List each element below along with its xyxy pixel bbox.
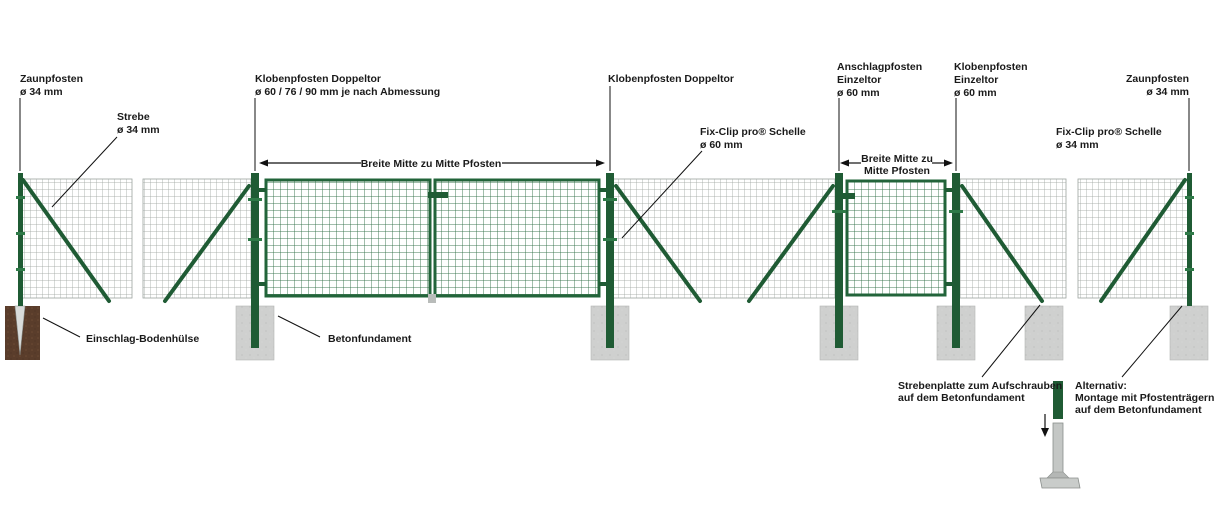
gate-post xyxy=(952,173,960,348)
mesh-panels xyxy=(21,178,1189,299)
mesh-panel xyxy=(611,178,837,299)
arrow-left-icon xyxy=(840,159,849,167)
leader-line xyxy=(621,150,703,239)
gate-latch xyxy=(841,193,855,199)
gate-hinge xyxy=(599,282,607,286)
gate-post xyxy=(251,173,259,348)
gate-drop-bolt xyxy=(428,294,436,303)
post-clamp xyxy=(603,198,617,201)
post-support-gusset xyxy=(1046,471,1070,479)
label-klobenpfosten-doppeltor-right: Klobenpfosten Doppeltor xyxy=(608,73,734,85)
post-clamp xyxy=(949,210,963,213)
gate-leaf-left xyxy=(264,178,432,298)
post-clamp xyxy=(832,210,846,213)
arrow-right-icon xyxy=(944,159,953,167)
post-support-detail xyxy=(1039,381,1081,489)
post-clamp xyxy=(1185,232,1194,235)
arrow-down-icon xyxy=(1041,428,1049,437)
label-bodenhuelse: Einschlag-Bodenhülse xyxy=(86,333,199,345)
mesh-panel xyxy=(957,178,1067,299)
label-betonfundament: Betonfundament xyxy=(328,333,412,345)
gate-leaf xyxy=(845,179,947,297)
post-clamp xyxy=(1185,196,1194,199)
post-clamp xyxy=(248,198,262,201)
brace xyxy=(1099,178,1187,303)
gate-hinge xyxy=(258,282,266,286)
post-clamp xyxy=(16,196,25,199)
gate-post xyxy=(835,173,843,348)
fence-post xyxy=(18,173,23,306)
post-clamp xyxy=(1185,268,1194,271)
gate-hinge xyxy=(599,188,607,192)
leader-line xyxy=(51,136,118,208)
brace xyxy=(614,184,702,303)
post-clamp xyxy=(248,238,262,241)
gate-leaf-right xyxy=(433,178,601,298)
single-gate xyxy=(841,179,953,297)
gate-hinge xyxy=(945,188,953,192)
dimension-lines xyxy=(259,159,953,167)
braces xyxy=(21,178,1187,303)
concrete-foundation xyxy=(1024,305,1064,361)
brace xyxy=(163,184,251,303)
arrow-left-icon xyxy=(259,159,268,167)
post-clamp xyxy=(16,268,25,271)
post-support-sleeve xyxy=(1052,422,1064,474)
gate-post xyxy=(606,173,614,348)
label-breite-doppeltor: Breite Mitte zu Mitte Pfosten xyxy=(361,158,502,170)
gate-hinge xyxy=(258,188,266,192)
concrete-foundation xyxy=(1169,305,1209,361)
arrow-right-icon xyxy=(596,159,605,167)
leader-lines xyxy=(19,86,1190,378)
post-detail xyxy=(1053,381,1063,419)
double-gate xyxy=(258,178,607,303)
leader-line xyxy=(1121,305,1183,378)
brace xyxy=(21,178,111,303)
gate-latch xyxy=(428,192,448,198)
post-clamp xyxy=(16,232,25,235)
brace xyxy=(960,184,1044,303)
fence-post xyxy=(1187,173,1192,306)
posts xyxy=(16,173,1194,348)
leader-line xyxy=(42,317,81,338)
mesh-panel xyxy=(142,178,252,299)
leader-line xyxy=(981,304,1041,378)
post-clamp xyxy=(603,238,617,241)
brace xyxy=(747,184,835,303)
post-support-plate xyxy=(1039,477,1081,489)
leader-line xyxy=(277,315,321,338)
mesh-panel xyxy=(21,178,133,299)
gate-hinge xyxy=(945,282,953,286)
